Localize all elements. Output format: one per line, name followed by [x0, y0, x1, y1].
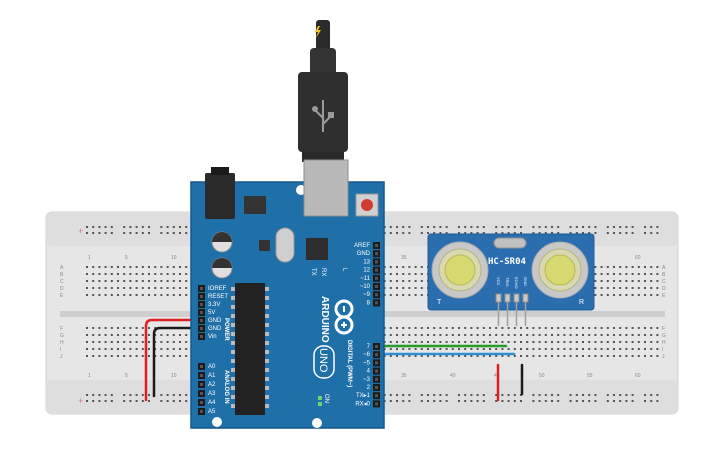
pin-label: A3: [208, 391, 216, 397]
pin-label: RX◂0: [355, 401, 370, 407]
sensor-pin[interactable]: [513, 293, 520, 303]
row-label-a: A: [662, 265, 666, 271]
sensor-pin-label: ECHO: [514, 277, 519, 289]
wire-black-gnd: [152, 326, 207, 398]
pin-label: 7: [367, 344, 371, 350]
tx-label: TX: [310, 268, 316, 276]
pin-label: IOREF: [208, 286, 227, 292]
pin-label: ~9: [363, 292, 371, 298]
col-label-bottom: 35: [401, 373, 407, 379]
pin-label: RESET: [208, 294, 228, 300]
row-label-f: F: [60, 326, 63, 332]
wire-red-5v: [144, 318, 207, 402]
row-label-f: F: [662, 326, 665, 332]
pin-label: GND: [357, 251, 371, 257]
row-label-c: C: [60, 279, 64, 285]
col-label-bottom: 55: [587, 373, 593, 379]
row-label-h: H: [662, 340, 666, 346]
row-label-g: G: [662, 333, 666, 339]
sensor-t-mark: T: [437, 299, 442, 306]
rail-plus-bottom: +: [78, 396, 83, 406]
col-label-top: 1: [88, 255, 91, 261]
usb-cable[interactable]: [298, 20, 348, 162]
row-label-b: B: [662, 272, 666, 278]
row-label-e: E: [60, 293, 64, 299]
row-label-h: H: [60, 340, 64, 346]
brand-label: ARDUINO: [319, 296, 330, 343]
rx-label: RX: [320, 268, 326, 276]
col-label-bottom: 1: [88, 373, 91, 379]
pin-label: GND: [208, 326, 222, 332]
wires[interactable]: [144, 318, 524, 402]
pin-label: A1: [208, 373, 216, 379]
pin-label: 4: [367, 369, 371, 375]
pin-label: A4: [208, 400, 216, 406]
col-label-bottom: 10: [171, 373, 177, 379]
pin-label: 12: [363, 268, 370, 274]
on-label: ON: [323, 394, 329, 403]
pin-label: TX▸1: [356, 393, 371, 399]
col-label-bottom: 60: [635, 373, 641, 379]
col-label-top: 5: [125, 255, 128, 261]
col-label-bottom: 40: [450, 373, 456, 379]
pin-label: ~11: [360, 276, 370, 282]
pin-label: ~5: [363, 360, 371, 366]
power-title: POWER: [223, 318, 229, 341]
sensor-pin-label: GND: [523, 277, 528, 286]
sensor-pin[interactable]: [522, 293, 529, 303]
col-label-bottom: 50: [539, 373, 545, 379]
pin-label: ~10: [360, 284, 371, 290]
pin-label: 13: [363, 259, 370, 265]
sensor-pin-label: VCC: [496, 277, 501, 286]
sensor-pin-label: TRIG: [505, 277, 510, 287]
model-label: UNO: [317, 348, 329, 373]
l-label: L: [341, 268, 347, 272]
sensor-title: HC-SR04: [488, 257, 527, 267]
row-label-c: C: [662, 279, 666, 285]
row-label-b: B: [60, 272, 64, 278]
col-label-bottom: 5: [125, 373, 128, 379]
pin-label: 2: [367, 385, 371, 391]
atmega-chip: [235, 283, 265, 415]
rail-plus-top: +: [78, 226, 83, 236]
row-label-i: I: [662, 347, 663, 353]
sensor-r-mark: R: [579, 299, 584, 306]
arduino-infinity-logo: [334, 299, 354, 335]
col-label-top: 10: [171, 255, 177, 261]
hc-sr04-sensor[interactable]: HC-SR04 T R VCC TRIG ECHO GND: [427, 233, 595, 326]
row-label-j: J: [662, 354, 665, 360]
power-jack: [205, 173, 235, 219]
row-label-g: G: [60, 333, 64, 339]
usb-port: [303, 159, 349, 217]
digital-title: DIGITAL (PWM~): [346, 340, 352, 387]
pin-label: A5: [208, 409, 216, 415]
row-label-a: A: [60, 265, 64, 271]
lightning-icon: [315, 26, 321, 38]
pin-label: 5V: [208, 310, 215, 316]
pin-label: AREF: [354, 243, 370, 249]
row-label-d: D: [662, 286, 666, 292]
pin-label: ~6: [363, 352, 371, 358]
pin-label: Vin: [208, 334, 217, 340]
arduino-uno-board[interactable]: ARDUINO UNO TX RX L ON POWER ANALOG IN D…: [190, 159, 385, 429]
row-label-j: J: [60, 354, 63, 360]
pin-label: 8: [367, 300, 371, 306]
pin-label: GND: [208, 318, 222, 324]
row-label-e: E: [662, 293, 666, 299]
row-label-i: I: [60, 347, 61, 353]
sensor-pin[interactable]: [504, 293, 511, 303]
pin-label: ~3: [363, 377, 371, 383]
col-label-top: 60: [635, 255, 641, 261]
pin-label: 3.3V: [208, 302, 220, 308]
usb-trident-icon: [312, 100, 334, 132]
pin-label: A0: [208, 364, 216, 370]
col-label-top: 35: [401, 255, 407, 261]
analog-title: ANALOG IN: [223, 370, 229, 404]
sensor-pin[interactable]: [495, 293, 502, 303]
pin-label: A2: [208, 382, 216, 388]
row-label-d: D: [60, 286, 64, 292]
